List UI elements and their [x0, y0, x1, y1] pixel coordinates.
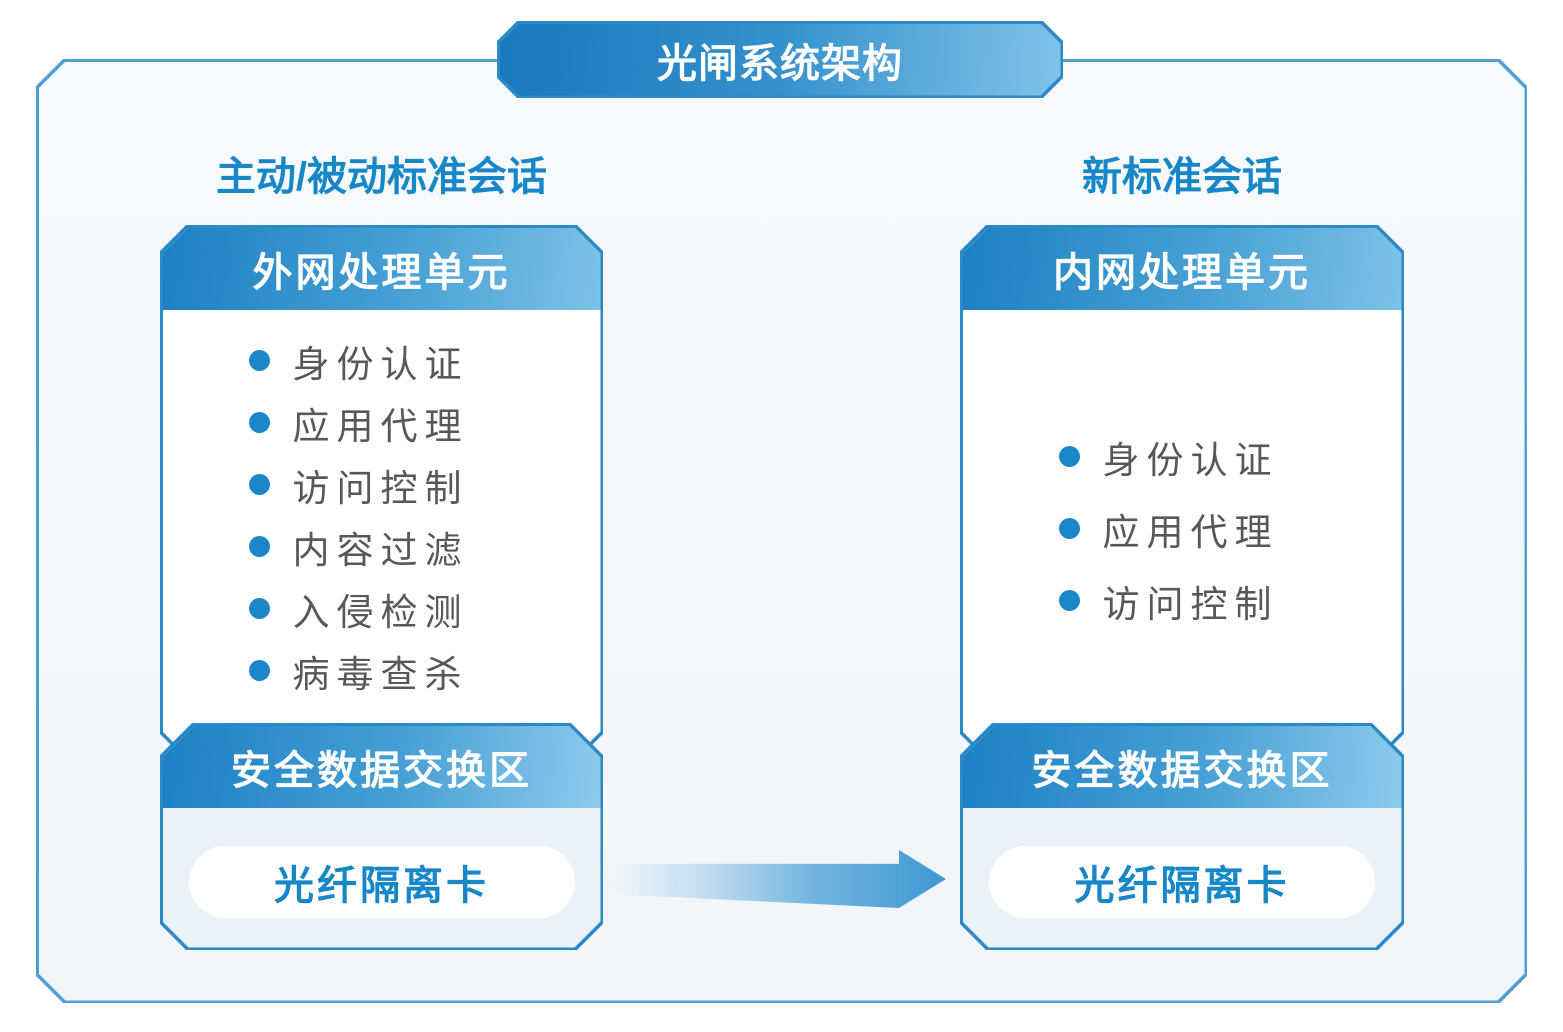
isolation-card-pill: 光纤隔离卡	[189, 846, 575, 918]
bullet-dot-icon	[1059, 446, 1080, 467]
unit-body: 身份认证 应用代理 访问控制	[963, 310, 1402, 748]
bullet-dot-icon	[249, 536, 270, 557]
exchange-section-internal: 安全数据交换区 光纤隔离卡	[960, 723, 1404, 950]
feature-item: 内容过滤	[249, 524, 601, 570]
feature-label: 访问控制	[1102, 583, 1279, 625]
title-banner: 光闸系统架构	[497, 21, 1063, 98]
bullet-dot-icon	[249, 660, 270, 681]
bullet-dot-icon	[249, 412, 270, 433]
bullet-dot-icon	[1059, 590, 1080, 611]
bullet-dot-icon	[249, 474, 270, 495]
diagram-title: 光闸系统架构	[657, 41, 903, 86]
isolation-card-label: 光纤隔离卡	[1074, 863, 1290, 908]
isolation-card-label: 光纤隔离卡	[274, 863, 489, 908]
feature-label: 病毒查杀	[292, 653, 469, 695]
bullet-dot-icon	[249, 350, 270, 371]
exchange-section-external: 安全数据交换区 光纤隔离卡	[160, 723, 603, 950]
isolation-card-pill: 光纤隔离卡	[989, 846, 1375, 918]
session-heading-right: 新标准会话	[1082, 155, 1282, 199]
unit-header: 内网处理单元	[963, 228, 1402, 310]
feature-label: 身份认证	[292, 343, 469, 385]
exchange-title: 安全数据交换区	[231, 748, 532, 793]
unit-body: 身份认证 应用代理 访问控制 内容过滤 入侵检测	[163, 310, 601, 748]
feature-list: 身份认证 应用代理 访问控制 内容过滤 入侵检测	[163, 310, 601, 694]
exchange-fill: 安全数据交换区 光纤隔离卡	[163, 726, 601, 948]
unit-card-external: 外网处理单元 身份认证 应用代理 访问控制 内容过滤	[160, 225, 603, 750]
feature-label: 应用代理	[292, 405, 469, 447]
feature-item: 应用代理	[249, 400, 601, 446]
feature-item: 应用代理	[1059, 506, 1402, 552]
exchange-fill: 安全数据交换区 光纤隔离卡	[963, 726, 1402, 948]
unit-card-internal: 内网处理单元 身份认证 应用代理 访问控制	[960, 225, 1404, 750]
feature-item: 病毒查杀	[249, 648, 601, 694]
unit-card-fill: 内网处理单元 身份认证 应用代理 访问控制	[963, 228, 1402, 748]
feature-label: 应用代理	[1102, 511, 1279, 553]
exchange-body: 光纤隔离卡	[163, 808, 601, 948]
exchange-body: 光纤隔离卡	[963, 808, 1402, 948]
feature-list: 身份认证 应用代理 访问控制	[963, 310, 1402, 748]
feature-item: 入侵检测	[249, 586, 601, 632]
exchange-header: 安全数据交换区	[963, 726, 1402, 808]
unit-header: 外网处理单元	[163, 228, 601, 310]
unit-title: 内网处理单元	[1053, 250, 1311, 295]
feature-label: 内容过滤	[292, 529, 469, 571]
feature-item: 访问控制	[1059, 578, 1402, 624]
feature-label: 入侵检测	[292, 591, 469, 633]
feature-item: 访问控制	[249, 462, 601, 508]
unit-title: 外网处理单元	[252, 250, 511, 295]
session-heading-left: 主动/被动标准会话	[215, 155, 548, 199]
unit-card-fill: 外网处理单元 身份认证 应用代理 访问控制 内容过滤	[163, 228, 601, 748]
feature-label: 访问控制	[292, 467, 469, 509]
feature-item: 身份认证	[249, 338, 601, 384]
exchange-header: 安全数据交换区	[163, 726, 601, 808]
feature-label: 身份认证	[1102, 439, 1279, 481]
feature-item: 身份认证	[1059, 434, 1402, 480]
exchange-title: 安全数据交换区	[1031, 748, 1333, 793]
bullet-dot-icon	[249, 598, 270, 619]
title-banner-fill: 光闸系统架构	[500, 24, 1061, 96]
bullet-dot-icon	[1059, 518, 1080, 539]
